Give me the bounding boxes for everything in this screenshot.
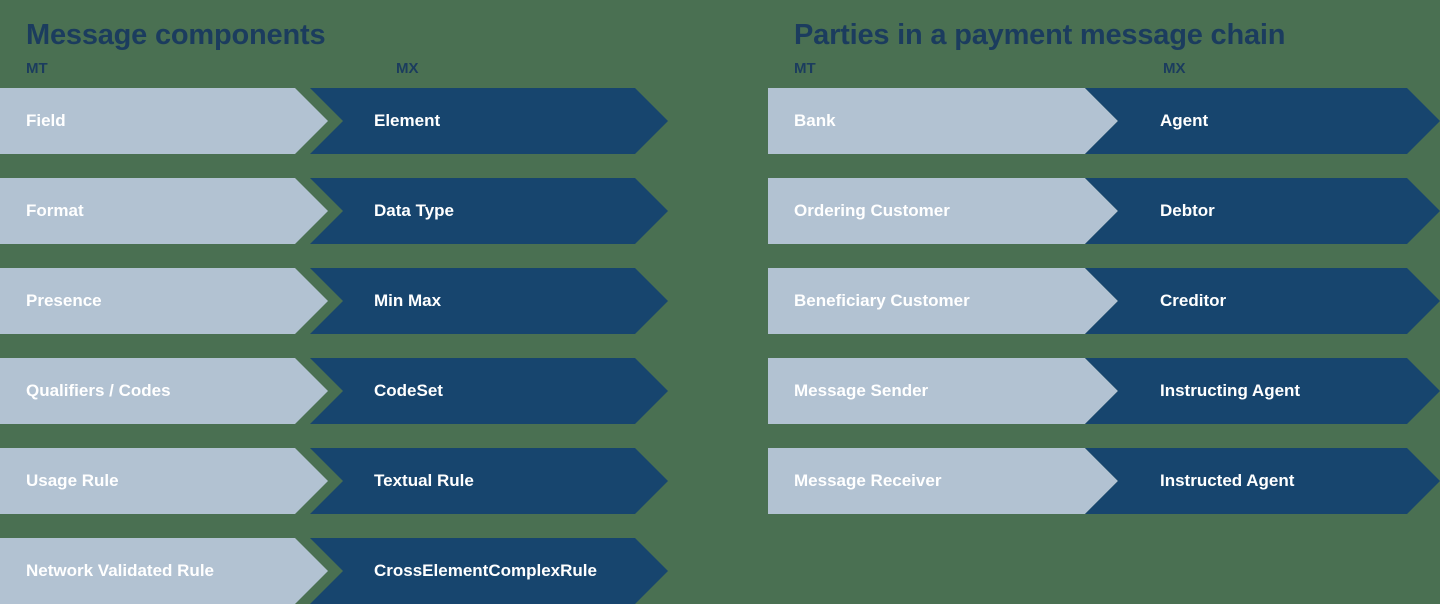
chevron-row: Usage Rule Textual Rule (0, 448, 668, 514)
mx-chevron-segment[interactable]: CodeSet (310, 358, 668, 424)
mx-segment-label: Instructed Agent (1160, 471, 1295, 490)
chevron-row: Message Sender Instructing Agent (768, 358, 1440, 424)
mt-segment-label: Field (26, 111, 66, 130)
mx-segment-label: CodeSet (374, 381, 443, 400)
mx-chevron-segment[interactable]: Instructed Agent (1085, 448, 1440, 514)
mt-segment-label: Beneficiary Customer (794, 291, 970, 310)
mt-chevron-segment[interactable]: Message Sender (768, 358, 1118, 424)
mx-chevron-segment[interactable]: Instructing Agent (1085, 358, 1440, 424)
column-caption-mx-left: MX (396, 60, 419, 77)
mx-chevron-segment[interactable]: Element (310, 88, 668, 154)
mx-chevron-segment[interactable]: Data Type (310, 178, 668, 244)
mt-chevron-segment[interactable]: Presence (0, 268, 328, 334)
mx-segment-label: Debtor (1160, 201, 1215, 220)
chevron-row: Beneficiary Customer Creditor (768, 268, 1440, 334)
mt-chevron-segment[interactable]: Format (0, 178, 328, 244)
mt-chevron-segment[interactable]: Message Receiver (768, 448, 1118, 514)
mt-chevron-segment[interactable]: Usage Rule (0, 448, 328, 514)
mx-chevron-segment[interactable]: Agent (1085, 88, 1440, 154)
chevron-row: Ordering Customer Debtor (768, 178, 1440, 244)
mt-segment-label: Bank (794, 111, 836, 130)
mt-segment-label: Message Sender (794, 381, 929, 400)
mx-segment-label: Textual Rule (374, 471, 474, 490)
mx-chevron-segment[interactable]: Textual Rule (310, 448, 668, 514)
mx-chevron-segment[interactable]: Creditor (1085, 268, 1440, 334)
mt-chevron-segment[interactable]: Network Validated Rule (0, 538, 328, 604)
mt-chevron-segment[interactable]: Field (0, 88, 328, 154)
page-title-message-components: Message components (26, 19, 326, 52)
mt-segment-label: Qualifiers / Codes (26, 381, 171, 400)
column-caption-mt-right: MT (794, 60, 816, 77)
mt-chevron-segment[interactable]: Qualifiers / Codes (0, 358, 328, 424)
mt-chevron-segment[interactable]: Ordering Customer (768, 178, 1118, 244)
mt-chevron-segment[interactable]: Beneficiary Customer (768, 268, 1118, 334)
chevron-row: Bank Agent (768, 88, 1440, 154)
chevron-row: Field Element (0, 88, 668, 154)
mt-chevron-segment[interactable]: Bank (768, 88, 1118, 154)
mx-chevron-segment[interactable]: CrossElementComplexRule (310, 538, 668, 604)
chevron-row-list-left: Field Element Format Data Type Presence (0, 88, 668, 604)
chevron-row: Message Receiver Instructed Agent (768, 448, 1440, 514)
mt-segment-label: Presence (26, 291, 102, 310)
mx-segment-label: Min Max (374, 291, 442, 310)
chevron-row-list-right: Bank Agent Ordering Customer Debtor Bene… (768, 88, 1440, 514)
column-caption-mx-right: MX (1163, 60, 1186, 77)
mx-segment-label: Creditor (1160, 291, 1227, 310)
page-title-parties-in-a-payment-message-chain: Parties in a payment message chain (794, 19, 1286, 52)
mx-segment-label: Instructing Agent (1160, 381, 1301, 400)
mx-chevron-segment[interactable]: Debtor (1085, 178, 1440, 244)
chevron-row: Presence Min Max (0, 268, 668, 334)
chevron-row: Network Validated Rule CrossElementCompl… (0, 538, 668, 604)
column-caption-mt-left: MT (26, 60, 48, 77)
mt-segment-label: Network Validated Rule (26, 561, 214, 580)
mt-segment-label: Format (26, 201, 84, 220)
mx-segment-label: CrossElementComplexRule (374, 561, 597, 580)
mx-segment-label: Element (374, 111, 441, 130)
chevron-row: Format Data Type (0, 178, 668, 244)
mx-segment-label: Agent (1160, 111, 1209, 130)
mx-segment-label: Data Type (374, 201, 454, 220)
chevron-row: Qualifiers / Codes CodeSet (0, 358, 668, 424)
mt-segment-label: Message Receiver (794, 471, 942, 490)
mx-chevron-segment[interactable]: Min Max (310, 268, 668, 334)
mt-segment-label: Usage Rule (26, 471, 119, 490)
mt-segment-label: Ordering Customer (794, 201, 950, 220)
